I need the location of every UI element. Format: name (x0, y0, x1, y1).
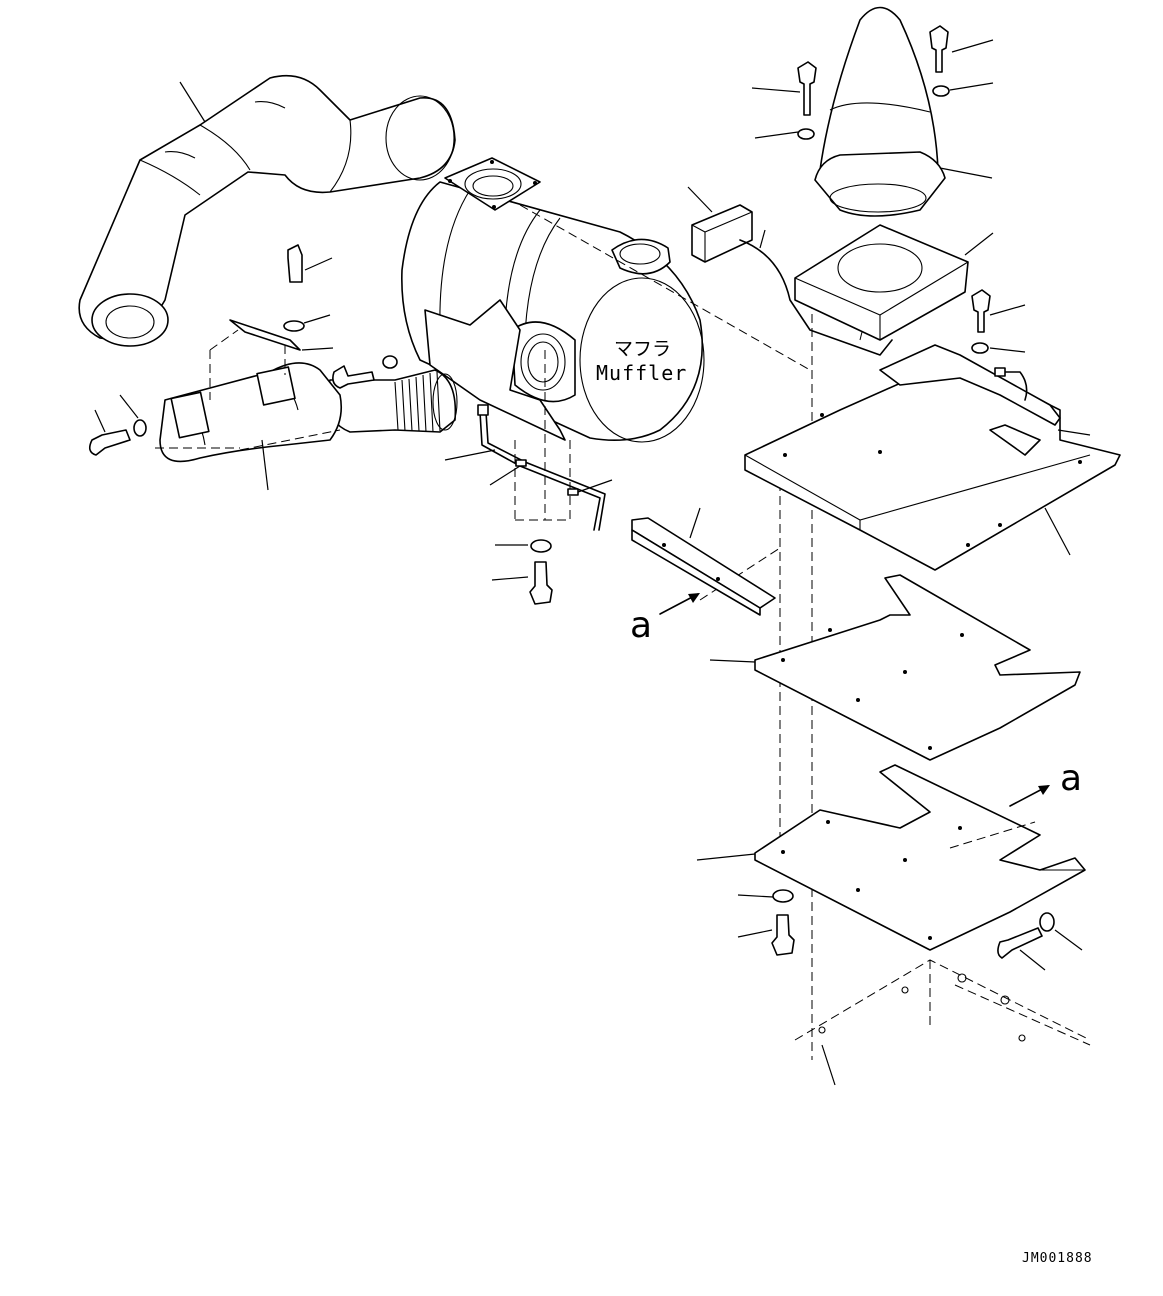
bolt-left-lower (88, 394, 147, 456)
bolts-lower (737, 889, 1083, 971)
machine-frame-section (794, 959, 1091, 1086)
exhaust-elbow-pipe (78, 74, 456, 347)
bolts-right-mid (971, 289, 1026, 354)
muffler-label-en: Muffler (596, 361, 687, 385)
middle-heat-shield-plate (709, 574, 1081, 761)
drawing-code: JM001888 (1022, 1251, 1093, 1266)
inlet-pipe-clamp (159, 319, 343, 491)
view-marker-a-right: a (1009, 758, 1082, 807)
tail-pipe-cap (814, 6, 993, 217)
sensor-pipe (444, 404, 613, 531)
bolts-upper-right (751, 25, 994, 140)
flex-bellows-pipe (326, 369, 458, 433)
view-marker-a-left: a (630, 593, 700, 646)
view-marker-a-right-label: a (1060, 758, 1082, 799)
muffler-label-jp: マフラ (614, 338, 671, 360)
view-marker-a-left-label: a (630, 605, 652, 646)
upper-cover-plate (744, 344, 1121, 571)
adapter-box (794, 224, 994, 341)
washer-bolt-center (491, 539, 553, 605)
sensor-module (687, 186, 893, 356)
muffler-body: マフラ Muffler (401, 157, 705, 443)
bolt-muffler-bracket (332, 355, 398, 389)
angle-bracket (631, 507, 776, 616)
bolt-upper-left (283, 244, 334, 351)
lower-heat-shield-plate (696, 764, 1086, 951)
